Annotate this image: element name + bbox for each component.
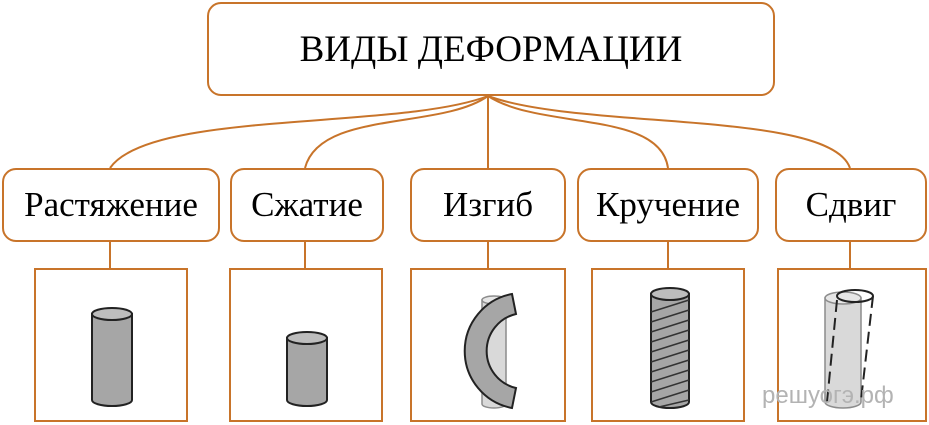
- category-label: Сдвиг: [805, 185, 897, 224]
- category-box-bending: Изгиб: [410, 168, 566, 242]
- picture-box-compression: [229, 268, 383, 422]
- watermark: решуогэ.рф: [762, 382, 894, 409]
- compressed-cylinder-icon: [286, 331, 328, 407]
- category-box-stretching: Растяжение: [2, 168, 220, 242]
- stretched-cylinder-icon: [91, 307, 133, 407]
- picture-box-bending: [410, 268, 566, 422]
- category-label: Сжатие: [251, 185, 363, 224]
- twisted-cylinder-icon: [650, 287, 690, 409]
- category-box-torsion: Кручение: [577, 168, 759, 242]
- picture-box-stretching: [34, 268, 188, 422]
- picture-box-torsion: [591, 268, 745, 422]
- category-label: Кручение: [595, 185, 741, 224]
- category-box-compression: Сжатие: [230, 168, 384, 242]
- diagram-title: ВИДЫ ДЕФОРМАЦИИ: [299, 28, 683, 70]
- category-box-shear: Сдвиг: [775, 168, 927, 242]
- bent-cylinder-icon: [463, 292, 518, 410]
- sheared-cylinder-icon: [824, 289, 874, 409]
- category-label: Растяжение: [24, 185, 198, 224]
- category-label: Изгиб: [443, 185, 533, 224]
- title-box: ВИДЫ ДЕФОРМАЦИИ: [207, 2, 775, 96]
- picture-box-shear: [777, 268, 927, 422]
